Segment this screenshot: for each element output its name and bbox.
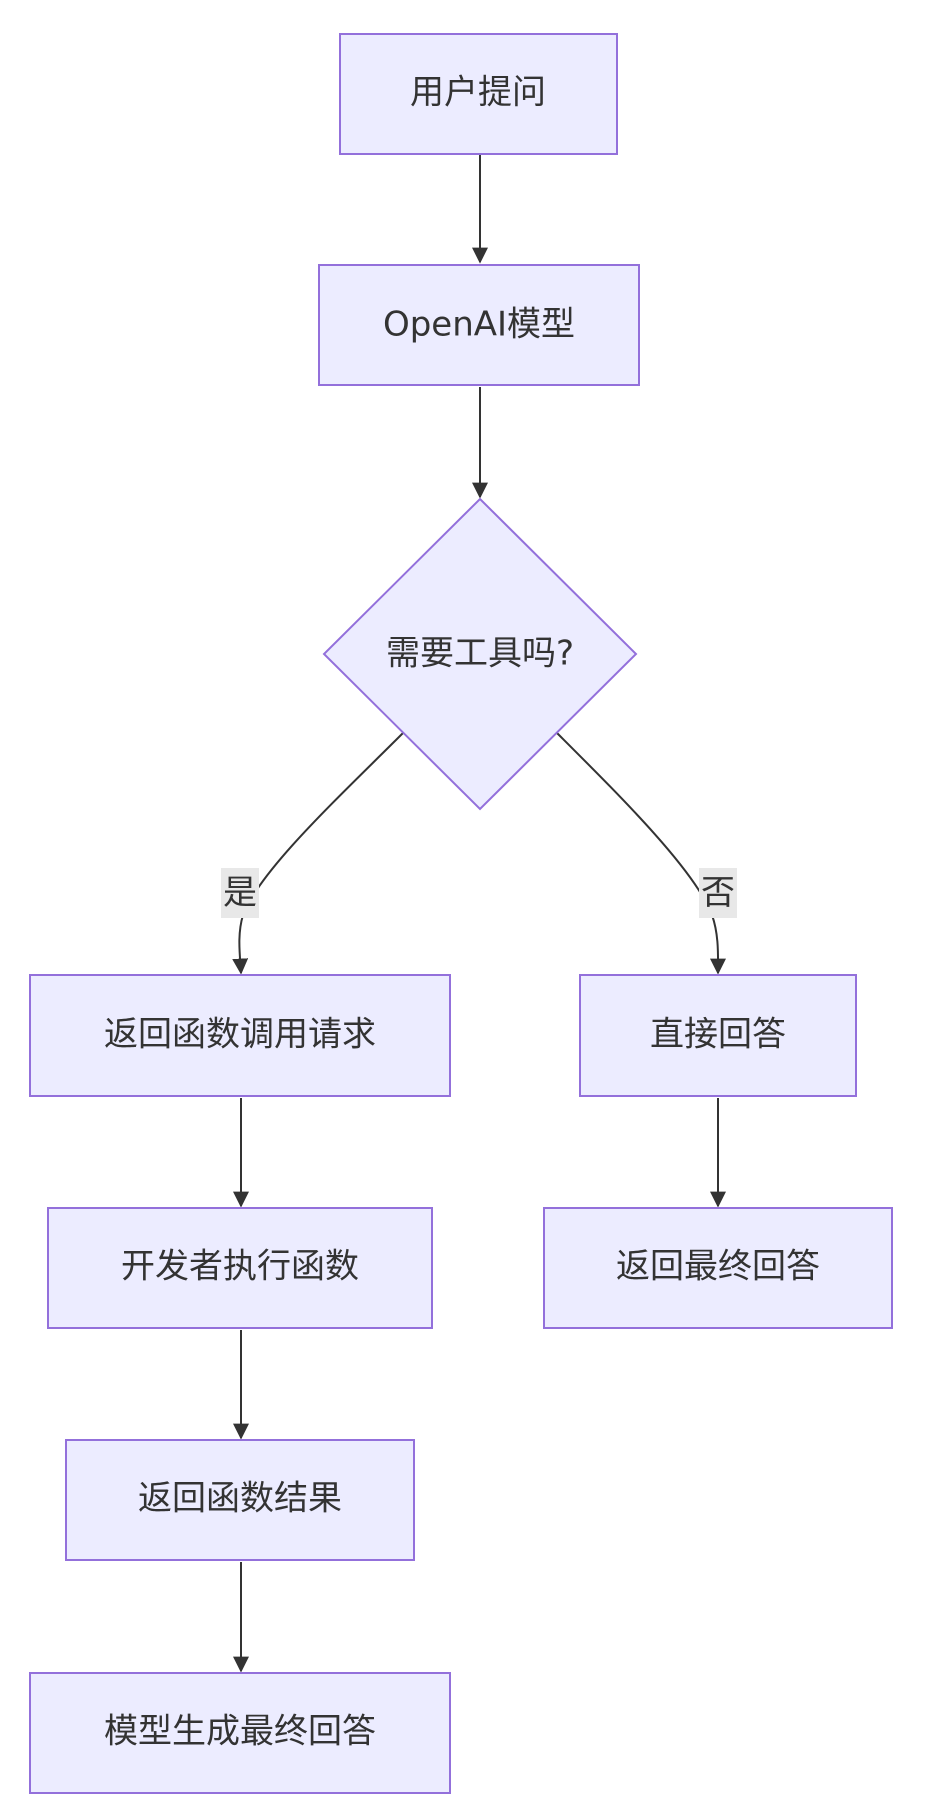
edge-decision-to-return-call bbox=[232, 732, 404, 975]
node-user-question: 用户提问 bbox=[339, 33, 618, 155]
node-developer-execute-text: 开发者执行函数 bbox=[121, 1247, 359, 1287]
node-return-final-text: 返回最终回答 bbox=[616, 1247, 820, 1287]
node-return-result: 返回函数结果 bbox=[65, 1439, 415, 1561]
edge-decision-to-direct-answer bbox=[556, 732, 727, 975]
node-return-call-request: 返回函数调用请求 bbox=[29, 974, 451, 1097]
node-return-result-text: 返回函数结果 bbox=[138, 1479, 342, 1519]
node-model-final-text: 模型生成最终回答 bbox=[104, 1712, 376, 1752]
node-need-tool-decision: 需要工具吗? bbox=[322, 497, 638, 811]
edge-label-yes-text: 是 bbox=[223, 873, 257, 913]
node-direct-answer: 直接回答 bbox=[579, 974, 857, 1097]
node-openai-model: OpenAI模型 bbox=[318, 264, 640, 386]
node-return-final-answer: 返回最终回答 bbox=[543, 1207, 893, 1329]
node-model-final-answer: 模型生成最终回答 bbox=[29, 1672, 451, 1794]
edge-label-no: 否 bbox=[699, 868, 737, 918]
edge-label-no-text: 否 bbox=[701, 873, 735, 913]
node-direct-answer-text: 直接回答 bbox=[650, 1015, 786, 1055]
node-openai-model-text: OpenAI模型 bbox=[383, 305, 575, 345]
node-user-question-text: 用户提问 bbox=[410, 73, 546, 113]
node-developer-execute: 开发者执行函数 bbox=[47, 1207, 433, 1329]
edge-label-yes: 是 bbox=[221, 868, 259, 918]
node-return-call-text: 返回函数调用请求 bbox=[104, 1015, 376, 1055]
node-need-tool-text: 需要工具吗? bbox=[386, 634, 574, 674]
